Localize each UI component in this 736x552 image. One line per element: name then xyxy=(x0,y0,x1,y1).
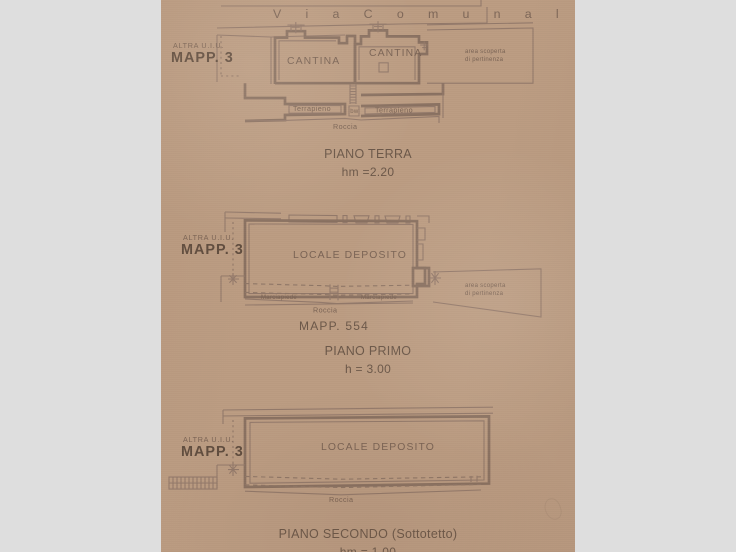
annotation-bw: bw xyxy=(350,109,359,115)
neighbor-label-altra-uiu-secondo: ALTRA U.I.U. xyxy=(183,435,234,444)
room-label-terrapieno-right: Terrapieno xyxy=(375,105,413,114)
scanned-document-page: V i a C o m u n a l e ALTRA U.I.U. MAPP.… xyxy=(161,0,575,552)
annotation-roccia-terra: Roccia xyxy=(333,122,357,131)
floor-plan-piano-primo: ALTRA U.I.U. MAPP. 3 LOCALE DEPOSITO xyxy=(181,211,542,333)
street-label: V i a C o m u n a l e xyxy=(273,7,575,21)
pillar-symbol xyxy=(378,62,389,73)
neighbor-label-mapp-primo: MAPP. 3 xyxy=(181,242,244,258)
annotation-area-pertinenza-2: di pertinenza xyxy=(465,291,504,297)
parcel-label-mapp-554: MAPP. 554 xyxy=(299,319,369,333)
room-label-cantina-left: CANTINA xyxy=(287,56,340,67)
neighbor-label-altra-uiu-primo: ALTRA U.I.U. xyxy=(183,233,234,242)
room-label-locale-deposito-primo: LOCALE DEPOSITO xyxy=(293,250,407,261)
room-label-locale-deposito-secondo: LOCALE DEPOSITO xyxy=(321,442,435,453)
caption-piano-secondo-title: PIANO SECONDO (Sottotetto) xyxy=(278,527,458,541)
neighbor-label-altra-uiu: ALTRA U.I.U. xyxy=(173,41,224,50)
floor-plan-piano-terra: V i a C o m u n a l e ALTRA U.I.U. MAPP.… xyxy=(171,0,575,131)
annotation-area-scoperta-2: area scoperta xyxy=(465,283,506,289)
annotation-marciapiede-left: Marciapiede xyxy=(261,295,297,301)
caption-piano-secondo-height: hm = 1.00 xyxy=(339,545,397,552)
neighbor-label-mapp-secondo: MAPP. 3 xyxy=(181,444,244,460)
room-label-cantina-right: CANTINA xyxy=(369,48,422,59)
caption-piano-terra-height: hm =2.20 xyxy=(341,165,395,179)
annotation-area-scoperta-1: area scoperta xyxy=(465,49,506,55)
room-label-terrapieno-left: Terrapieno xyxy=(293,104,331,113)
stair-hatch-symbol xyxy=(168,476,218,490)
floor-plan-piano-secondo: ALTRA U.I.U. MAPP. 3 LOCALE DEPOSITO xyxy=(168,406,494,504)
caption-piano-primo-height: h = 3.00 xyxy=(344,362,392,376)
annotation-area-pertinenza-1: di pertinenza xyxy=(465,57,504,63)
annotation-marciapiede-right: Marciapiede xyxy=(361,295,397,301)
caption-piano-terra-title: PIANO TERRA xyxy=(324,147,412,161)
caption-piano-primo-title: PIANO PRIMO xyxy=(324,344,412,358)
neighbor-label-mapp: MAPP. 3 xyxy=(171,50,234,66)
annotation-roccia-primo: Roccia xyxy=(313,305,337,314)
annotation-roccia-secondo: Roccia xyxy=(329,495,353,504)
door-symbol-right xyxy=(411,266,431,288)
